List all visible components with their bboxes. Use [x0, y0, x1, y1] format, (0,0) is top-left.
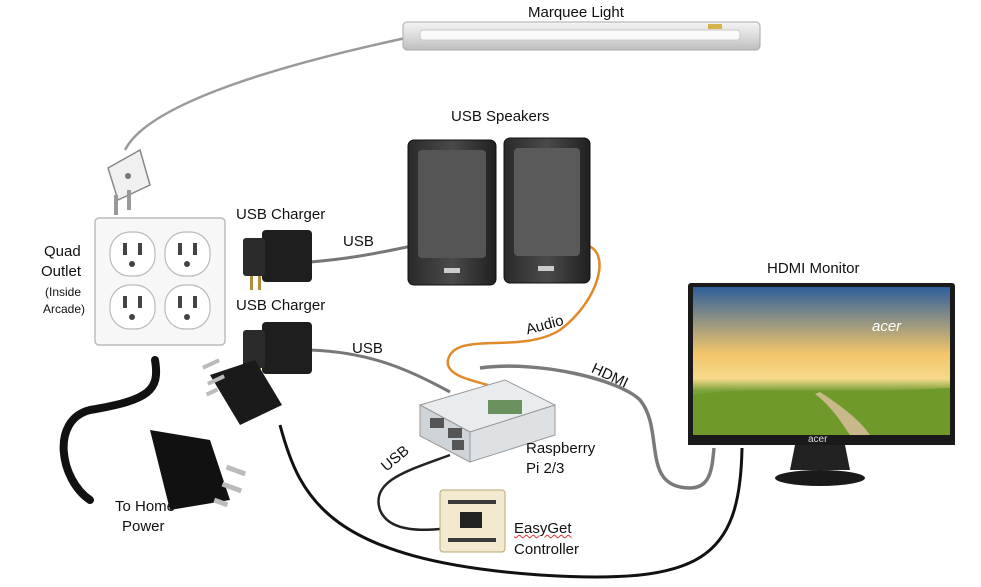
quad-label: Quad	[44, 243, 81, 260]
outlet-label: Outlet	[41, 263, 82, 280]
easyget-label: EasyGet	[514, 520, 572, 537]
marquee-light-label: Marquee Light	[528, 4, 624, 21]
easyget-controller	[439, 489, 506, 553]
pi-label: Pi 2/3	[526, 460, 565, 477]
usb-label-top: USB	[343, 233, 374, 250]
marquee-power-cable	[123, 33, 421, 151]
usb-charger-bottom	[243, 322, 312, 382]
charger2-usb-cable	[309, 348, 451, 394]
hdmi-cable	[479, 364, 716, 490]
acer-bezel-logo: acer	[808, 434, 828, 445]
home-power-cable	[59, 356, 161, 504]
marquee-light	[402, 21, 761, 51]
quad-outlet	[94, 217, 226, 346]
home-power-plug	[150, 430, 247, 510]
arcade-label: Arcade)	[43, 302, 86, 316]
controller-label: Controller	[514, 541, 580, 558]
inside-label: (Inside	[45, 285, 82, 299]
acer-screen-logo: acer	[872, 318, 902, 335]
usb-speakers-label: USB Speakers	[451, 108, 550, 125]
hdmi-monitor-label: HDMI Monitor	[767, 260, 860, 277]
monitor-power-plug	[201, 358, 282, 425]
usb-speaker-left	[407, 139, 497, 286]
power-label: Power	[122, 518, 165, 535]
usb-charger-bottom-label: USB Charger	[236, 297, 326, 314]
usb-label-mid: USB	[352, 340, 383, 357]
raspberry-pi-case	[418, 379, 557, 463]
to-home-label: To Home	[115, 498, 176, 515]
usb-charger-top	[243, 230, 312, 290]
hdmi-monitor	[688, 283, 955, 486]
usb-charger-top-label: USB Charger	[236, 206, 326, 223]
controller-usb-cable	[377, 453, 453, 531]
marquee-plug	[107, 148, 151, 215]
cables	[59, 33, 744, 579]
monitor-power-cable	[278, 424, 744, 579]
audio-cable	[446, 243, 601, 387]
raspberry-label: Raspberry	[526, 440, 596, 457]
usb-speaker-right	[503, 137, 591, 284]
